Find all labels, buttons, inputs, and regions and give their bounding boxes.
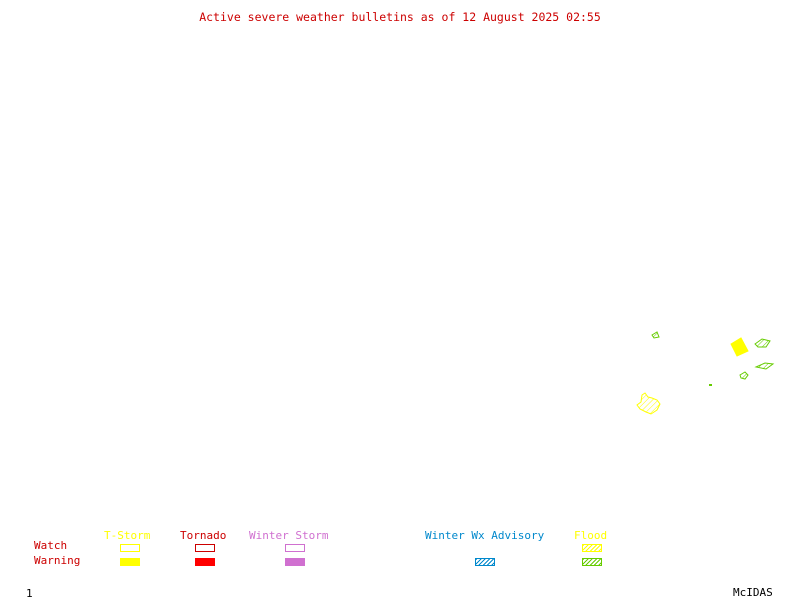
legend-swatch-tornado-watch: [195, 544, 215, 552]
legend-row-warning: Warning: [34, 554, 81, 567]
legend-swatch-flood-warning: [582, 558, 602, 566]
legend-header-winter-advisory: Winter Wx Advisory: [425, 529, 545, 542]
flood-watch-area: [636, 392, 661, 415]
flood-warning-area: [739, 371, 749, 380]
legend-swatch-winter-storm-watch: [285, 544, 305, 552]
legend-swatch-tstorm-watch: [120, 544, 140, 552]
legend-row-watch: Watch: [34, 539, 68, 552]
legend-header-tornado: Tornado: [180, 529, 227, 542]
software-label: McIDAS: [733, 586, 773, 599]
flood-warning-area: [651, 331, 660, 339]
legend-swatch-winter-storm-warning: [285, 558, 305, 566]
legend-swatch-winter-advisory: [475, 558, 495, 566]
legend-swatch-flood-watch: [582, 544, 602, 552]
legend-swatch-tstorm-warning: [120, 558, 140, 566]
frame-number: 1: [26, 587, 33, 600]
tstorm-warning-area: [730, 337, 749, 357]
flood-warning-area: [754, 338, 771, 348]
legend-header-winter-storm: Winter Storm: [249, 529, 329, 542]
bulletin-title: Active severe weather bulletins as of 12…: [199, 10, 601, 24]
flood-warning-area: [754, 362, 775, 370]
flood-warning-area: [709, 384, 712, 386]
legend-header-tstorm: T-Storm: [104, 529, 151, 542]
legend-swatch-tornado-warning: [195, 558, 215, 566]
legend-header-flood: Flood: [574, 529, 608, 542]
